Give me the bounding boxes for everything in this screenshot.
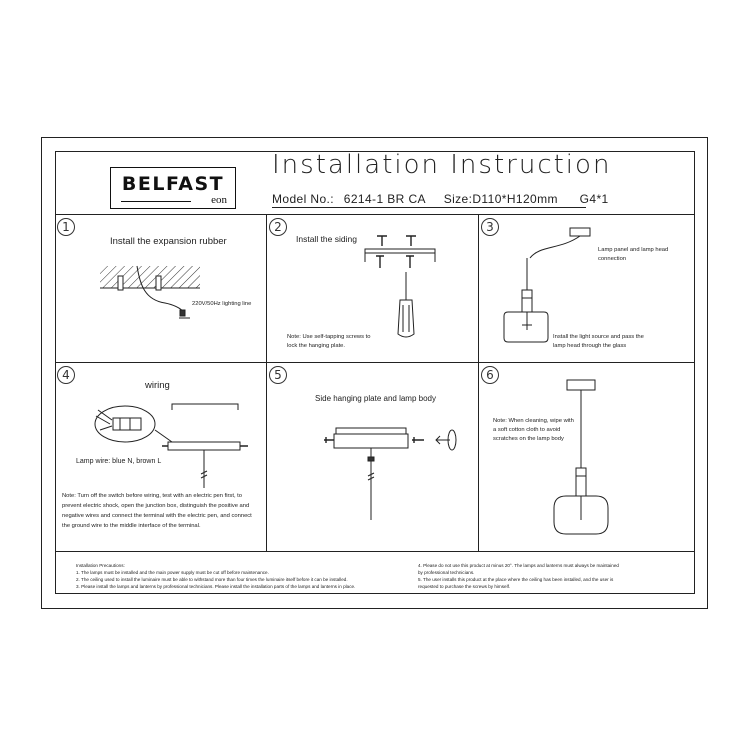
step-2-note-2: lock the hanging plate. — [287, 343, 346, 349]
step-4-note-4: the ground wire to the middle interface … — [62, 523, 201, 529]
outer-frame — [41, 137, 708, 609]
step-3-note-2: lamp head through the glass — [553, 343, 627, 349]
step-2-number: 2 — [269, 218, 287, 236]
precaution-1: 1. The lamps must be installed and the m… — [76, 570, 269, 575]
step-4-note-3: negative wires and connect the terminal … — [62, 513, 252, 519]
step-3-number: 3 — [481, 218, 499, 236]
inner-frame — [55, 151, 695, 594]
step-3-callout-2: connection — [598, 256, 627, 262]
bulb-spec: G4*1 — [579, 192, 609, 206]
step-5-title: Side hanging plate and lamp body — [315, 394, 436, 403]
step-1-callout: 220V/50Hz lighting line — [192, 301, 252, 307]
step-5-number: 5 — [269, 366, 287, 384]
step-6-note-2: a soft cotton cloth to avoid — [493, 427, 561, 433]
brand-logo: BELFAST eon — [110, 167, 236, 209]
precautions-heading: Installation Precautions: — [76, 563, 125, 568]
column-divider-2 — [478, 214, 479, 551]
step-4-note-2: prevent electric shock, open the junctio… — [62, 503, 250, 509]
step-4-number: 4 — [57, 366, 75, 384]
step-4-note-1: Note: Turn off the switch before wiring,… — [62, 493, 243, 499]
brand-name: BELFAST — [121, 173, 225, 195]
model-label: Model No.: — [272, 192, 335, 206]
precaution-3: 3. Please install the lamps and lanterns… — [76, 584, 356, 589]
precaution-4b: by professional technicians. — [418, 570, 475, 575]
precaution-4: 4. Please do not use this product at min… — [418, 563, 619, 568]
step-4-callout: Lamp wire: blue N, brown L — [76, 458, 162, 465]
step-2-title: Install the siding — [296, 234, 357, 244]
precaution-2: 2. The ceiling used to install the lumin… — [76, 577, 348, 582]
column-divider-1 — [266, 214, 267, 551]
step-2-note-1: Note: Use self-tapping screws to — [287, 334, 371, 340]
brand-sub: eon — [211, 194, 227, 206]
step-4-title: wiring — [145, 380, 170, 391]
step-1-number: 1 — [57, 218, 75, 236]
logo-rule — [121, 201, 191, 202]
page-title: Installation Instruction — [272, 150, 612, 180]
precautions-divider — [55, 551, 695, 552]
size-spec: Size:D110*H120mm — [443, 192, 558, 206]
model-line: Model No.: 6214-1 BR CA Size:D110*H120mm… — [272, 192, 615, 206]
step-1-title: Install the expansion rubber — [110, 236, 227, 247]
header-divider — [55, 214, 695, 215]
precaution-5b: requested to purchase the screws by hims… — [418, 584, 511, 589]
step-6-note-3: scratches on the lamp body — [493, 436, 564, 442]
model-underline — [272, 207, 586, 208]
row-divider — [55, 362, 695, 363]
step-6-note-1: Note: When cleaning, wipe with — [493, 418, 574, 424]
step-3-callout-1: Lamp panel and lamp head — [598, 247, 669, 253]
step-3-note-1: Install the light source and pass the — [553, 334, 644, 340]
step-6-number: 6 — [481, 366, 499, 384]
precaution-5: 5. The user installs this product at the… — [418, 577, 614, 582]
model-number: 6214-1 BR CA — [343, 192, 426, 206]
